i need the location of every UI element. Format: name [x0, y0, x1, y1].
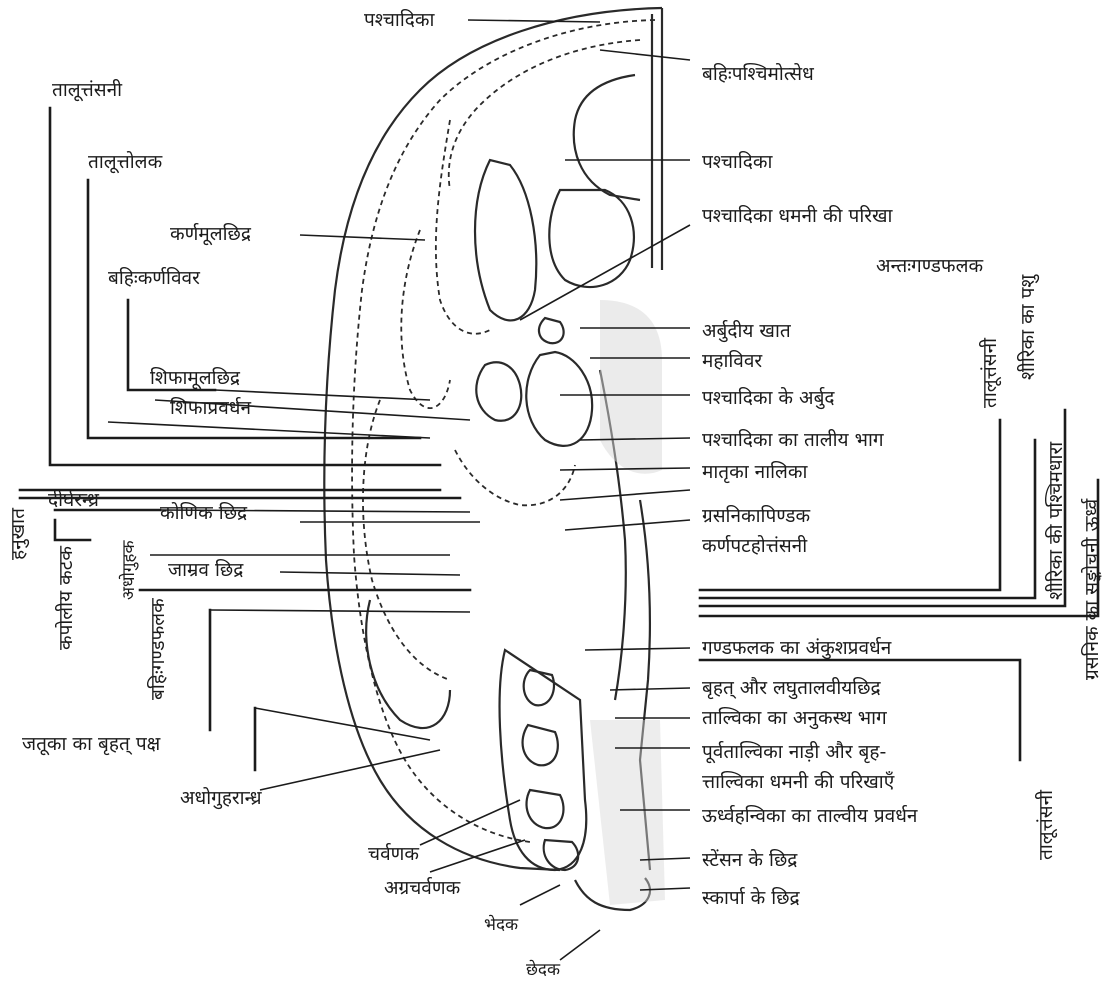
label-purvatalvika-2: त्ताल्विका धमनी की परिखाएँ [702, 770, 895, 793]
label-taluttansani-top: तालूत्तंसनी [52, 78, 123, 102]
label-gandphalak-ankush: गण्डफलक का अंकुशप्रवर्धन [702, 636, 892, 660]
labels-vertical-right: तालूत्तंसनी शीरिका का पशु शीरिका की पश्च… [978, 274, 1103, 860]
label-antah-gandphalak: अन्तःगण्डफलक [876, 255, 983, 277]
label-shiphapravardhan: शिफाप्रवर्धन [170, 396, 251, 419]
labels-left: तालूत्तंसनी तालूत्तोलक कर्णमूलछिद्र बहिः… [22, 78, 262, 810]
label-pashchadika-mid: पश्चादिका [702, 150, 773, 173]
label-konik-chhidra: कोणिक छिद्र [160, 501, 248, 524]
labels-vertical-left: हनुखात कपोलीय कटक अधोगुहक बहिःगण्डफलक [7, 507, 169, 700]
label-stensan: स्टेंसन के छिद्र [702, 848, 798, 871]
label-shiphamool: शिफामूलछिद्र [150, 366, 241, 390]
label-bhedak: भेदक [484, 914, 519, 935]
label-brihat-laghu: बृहत् और लघुतालवीयछिद्र [702, 676, 882, 700]
label-pashchadika-talu: पश्चादिका का तालीय भाग [702, 428, 884, 451]
label-pashchadika-arbud: पश्चादिका के अर्बुद [702, 386, 835, 410]
label-taluttansani-r2: तालूत्तंसनी [1034, 789, 1058, 860]
label-skarpa: स्कार्पा के छिद्र [702, 886, 801, 909]
label-talvika-anukrasth: ताल्विका का अनुकस्थ भाग [702, 706, 887, 730]
label-hanukhat-vertical: हनुखात [7, 507, 30, 560]
label-bahih-pashchimotsedh: बहिःपश्चिमोत्सेध [702, 62, 814, 85]
label-shirika-pashu: शीरिका का पशु [1016, 274, 1040, 380]
label-arbudiya-khaat: अर्बुदीय खात [702, 319, 792, 343]
label-kapoliya-vertical: कपोलीय कटक [54, 546, 77, 650]
label-karnamoolchhidra: कर्णमूलछिद्र [170, 222, 252, 246]
label-charvanak: चर्वणक [368, 842, 419, 865]
label-purvatalvika-1: पूर्वताल्विका नाड़ी और बृह- [702, 740, 886, 764]
label-chhedak: छेदक [526, 959, 561, 980]
label-agracharvanak: अग्रचर्वणक [384, 876, 461, 899]
label-deergharandhra: दीर्घरन्ध्र [48, 488, 99, 511]
label-grasnik-sankochani: ग्रसनिक का सङ्कोचनी ऊर्ध्व [1080, 498, 1103, 680]
label-taluttansani-r1: तालूत्तंसनी [978, 337, 1002, 408]
label-grasnika-pindak: ग्रसनिकापिण्डक [702, 504, 810, 527]
label-shirika-pashchim: शीरिका की पश्चिमधारा [1044, 441, 1067, 600]
label-pashchadika-top: पश्चादिका [364, 8, 435, 31]
label-mahavivar: महाविवर [702, 349, 763, 372]
stippled-region [590, 300, 665, 905]
label-bahihgandphalak-vertical: बहिःगण्डफलक [146, 598, 169, 700]
label-jamrav-chhidra: जाम्रव छिद्र [168, 558, 244, 581]
label-jatruka: जतूका का बृहत् पक्ष [22, 733, 161, 756]
label-bahih-karnavivar: बहिःकर्णविवर [108, 266, 201, 289]
label-karnapatah: कर्णपटहोत्तंसनी [702, 534, 808, 557]
leader-lines-left [20, 108, 480, 790]
label-pashchadika-dhamani: पश्चादिका धमनी की परिखा [702, 204, 894, 227]
label-urdhvahanvika: ऊर्ध्वहन्विका का ताल्वीय प्रवर्धन [702, 804, 918, 827]
label-adhoguhak-vertical: अधोगुहक [118, 540, 139, 600]
label-talutolak: तालूत्तोलक [88, 150, 163, 174]
labels-right: पश्चादिका बहिःपश्चिमोत्सेध पश्चादिका पश्… [364, 8, 983, 909]
label-matruka-nalika: मातृका नालिका [702, 460, 809, 484]
label-adhoguharandhra: अधोगुहरान्ध्र [180, 786, 262, 810]
